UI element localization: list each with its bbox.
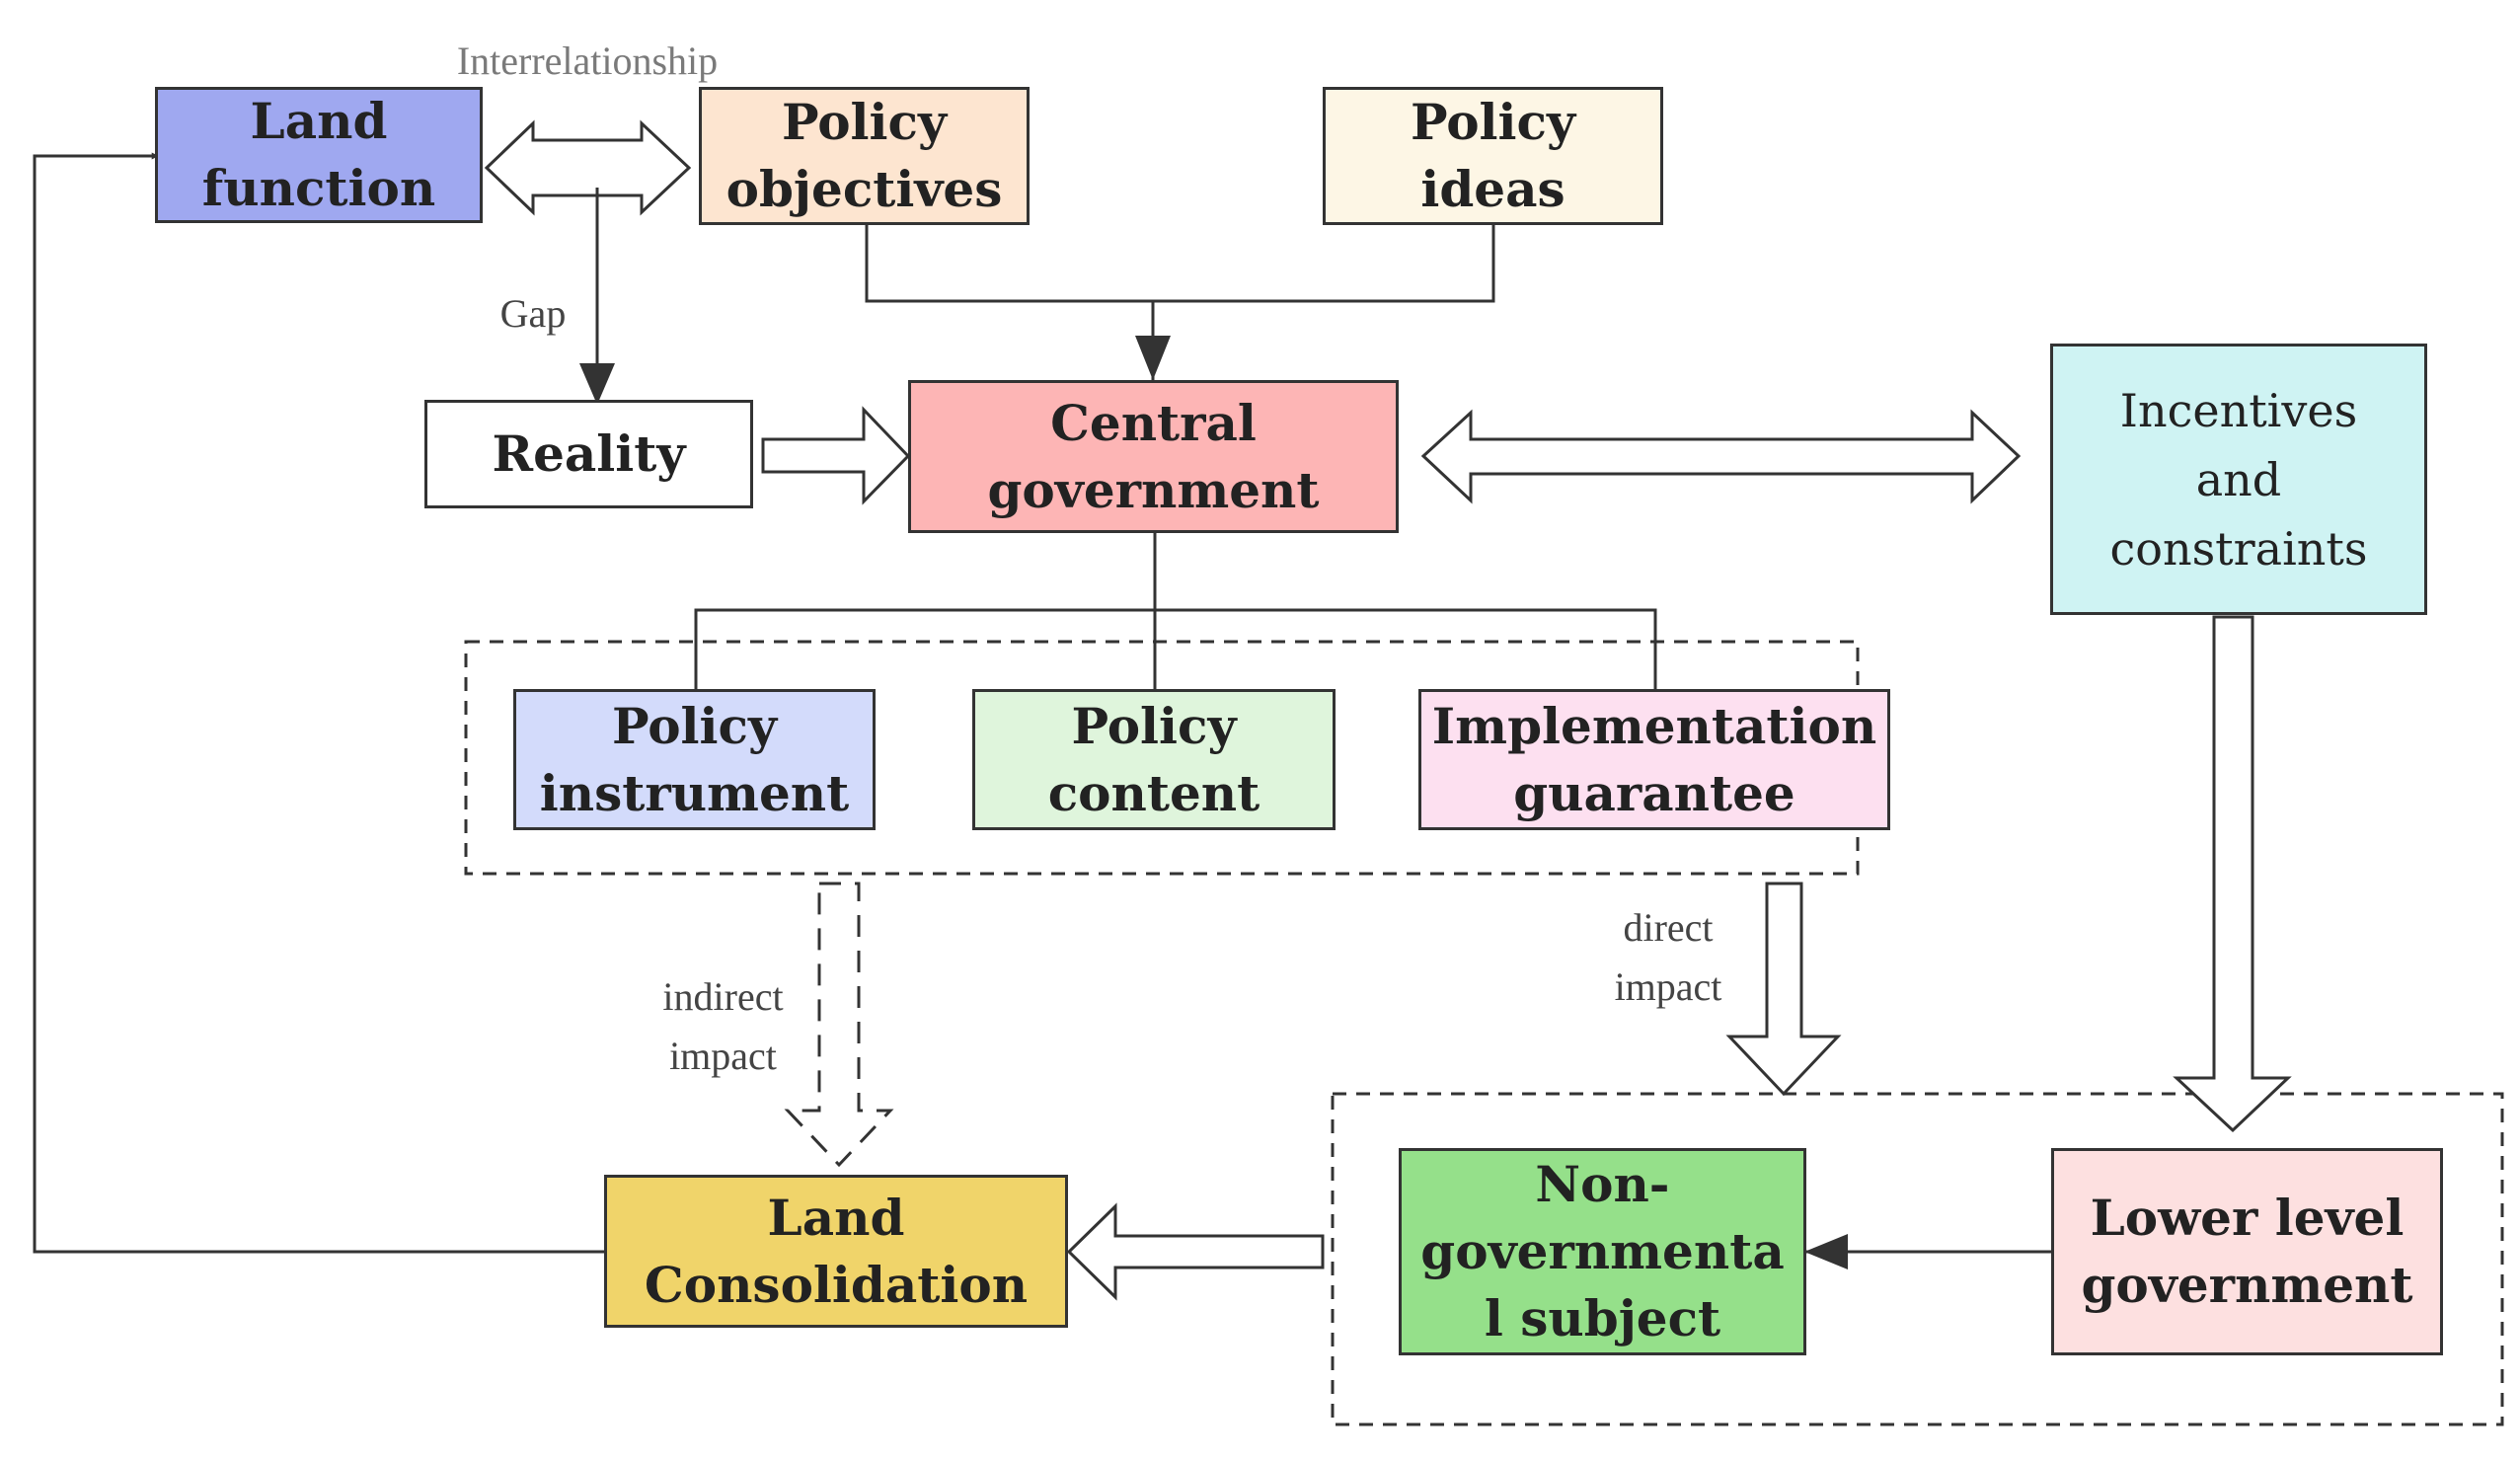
policy-branch-line xyxy=(694,608,1657,689)
policy-objectives-box: Policy objectives xyxy=(699,87,1030,225)
node-text-line: Lower level xyxy=(2090,1189,2405,1247)
node-text: Policy objectives xyxy=(726,89,1003,223)
node-text: Central government xyxy=(987,390,1319,524)
node-text: Policy instrument xyxy=(540,693,849,827)
non-governmental-subject-box: Non-governmenta l subject xyxy=(1399,1148,1806,1355)
label-line: impact xyxy=(1614,964,1722,1009)
incentives-to-lower-hollow-arrow xyxy=(2173,615,2292,1133)
node-text-line: function xyxy=(201,159,436,217)
reality-to-central-hollow-arrow xyxy=(761,406,911,505)
node-text-line: Land xyxy=(250,92,388,150)
land-function-box: Land function xyxy=(155,87,483,223)
node-text-line: Non- xyxy=(1535,1155,1670,1213)
objectives-ideas-merge-line xyxy=(865,225,1495,303)
lower-level-government-box: Lower level government xyxy=(2051,1148,2443,1355)
feedback-loop-line xyxy=(33,152,604,1254)
node-text-line: guarantee xyxy=(1513,763,1795,822)
policy-group-frame xyxy=(464,640,1860,876)
node-text-line: l subject xyxy=(1484,1289,1721,1347)
node-text: Reality xyxy=(493,421,686,488)
node-text: Policy content xyxy=(1048,693,1260,827)
policy-ideas-box: Policy ideas xyxy=(1323,87,1663,225)
node-text: Land function xyxy=(202,88,435,222)
node-text: Lower level government xyxy=(2081,1185,2412,1319)
node-text: Policy ideas xyxy=(1411,89,1575,223)
node-text-line: Implementation xyxy=(1431,696,1877,755)
node-text-line: objectives xyxy=(725,160,1003,218)
policy-content-box: Policy content xyxy=(972,689,1336,830)
label-line: impact xyxy=(669,1034,777,1078)
node-text-line: content xyxy=(1047,763,1260,822)
node-text: Incentives and constraints xyxy=(2109,376,2367,583)
node-text-line: Land xyxy=(767,1188,905,1247)
policy-instrument-box: Policy instrument xyxy=(513,689,876,830)
node-text-line: Incentives xyxy=(2119,383,2358,437)
interrelationship-double-arrow xyxy=(484,119,692,216)
node-text-line: government xyxy=(2081,1256,2413,1314)
indirect-impact-label: indirect impact xyxy=(632,967,814,1086)
node-text-line: Policy xyxy=(781,93,948,151)
node-text-line: government xyxy=(987,460,1320,519)
reality-box: Reality xyxy=(424,400,753,508)
node-text-line: ideas xyxy=(1420,160,1565,218)
interrelationship-label: Interrelationship xyxy=(456,38,719,83)
node-text-line: Central xyxy=(1050,393,1257,452)
implementation-guarantee-box: Implementation guarantee xyxy=(1418,689,1890,830)
indirect-impact-dashed-arrow xyxy=(784,882,894,1168)
node-text-line: instrument xyxy=(539,763,850,822)
actors-to-consolidation-hollow-arrow xyxy=(1066,1202,1325,1301)
central-government-box: Central government xyxy=(908,380,1399,533)
node-text: Implementation guarantee xyxy=(1432,693,1876,827)
central-incentives-double-arrow xyxy=(1420,409,2022,504)
incentives-constraints-box: Incentives and constraints xyxy=(2050,344,2427,615)
gap-label: Gap xyxy=(499,291,567,336)
node-text-line: Policy xyxy=(611,696,778,755)
node-text-line: Policy xyxy=(1410,93,1576,151)
node-text: Non-governmenta l subject xyxy=(1420,1151,1784,1352)
node-text-line: Reality xyxy=(492,424,686,483)
label-line: direct xyxy=(1623,905,1714,950)
direct-impact-hollow-arrow xyxy=(1725,882,1842,1097)
label-line: indirect xyxy=(662,974,784,1019)
node-text-line: constraints xyxy=(2109,521,2368,576)
node-text-line: Policy xyxy=(1071,696,1237,755)
node-text-line: and xyxy=(2195,452,2282,506)
node-text-line: Consolidation xyxy=(644,1255,1029,1314)
direct-impact-label: direct impact xyxy=(1579,898,1757,1017)
local-actors-group-frame xyxy=(1331,1092,2504,1426)
node-text-line: governmenta xyxy=(1420,1222,1785,1280)
